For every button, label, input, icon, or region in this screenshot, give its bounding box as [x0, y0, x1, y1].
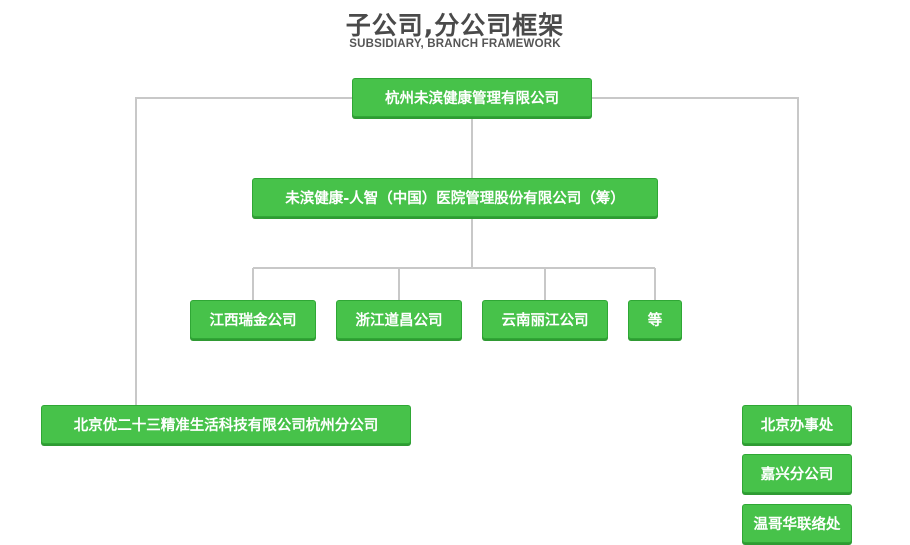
node-level3-label: 等	[647, 313, 663, 329]
node-level3-zhejiang[interactable]: 浙江道昌公司	[336, 300, 462, 339]
node-right-beijing-office[interactable]: 北京办事处	[742, 405, 852, 444]
page-subtitle: SUBSIDIARY, BRANCH FRAMEWORK	[349, 38, 561, 50]
connector-root-left-branch	[135, 97, 353, 405]
node-level3-etc[interactable]: 等	[628, 300, 682, 339]
node-right-label: 北京办事处	[760, 418, 834, 434]
node-right-label: 嘉兴分公司	[760, 467, 834, 483]
connector-root-right-branches	[591, 97, 799, 405]
node-level3-jiangxi[interactable]: 江西瑞金公司	[190, 300, 316, 339]
node-level2[interactable]: 未滨健康-人智（中国）医院管理股份有限公司（筹）	[252, 178, 658, 217]
node-right-jiaxing-branch[interactable]: 嘉兴分公司	[742, 454, 852, 493]
node-root-label: 杭州未滨健康管理有限公司	[385, 91, 559, 107]
node-root[interactable]: 杭州未滨健康管理有限公司	[352, 78, 592, 117]
node-level3-label: 浙江道昌公司	[355, 313, 443, 329]
node-level2-label: 未滨健康-人智（中国）医院管理股份有限公司（筹）	[285, 191, 625, 207]
node-left-branch-label: 北京优二十三精准生活科技有限公司杭州分公司	[73, 418, 379, 434]
node-level3-label: 江西瑞金公司	[209, 313, 297, 329]
node-left-branch[interactable]: 北京优二十三精准生活科技有限公司杭州分公司	[41, 405, 411, 444]
node-right-vancouver-liaison[interactable]: 温哥华联络处	[742, 504, 852, 543]
page-title: 子公司,分公司框架	[345, 11, 565, 40]
node-level3-label: 云南丽江公司	[501, 313, 589, 329]
node-right-label: 温哥华联络处	[753, 517, 841, 533]
node-level3-yunnan[interactable]: 云南丽江公司	[482, 300, 608, 339]
